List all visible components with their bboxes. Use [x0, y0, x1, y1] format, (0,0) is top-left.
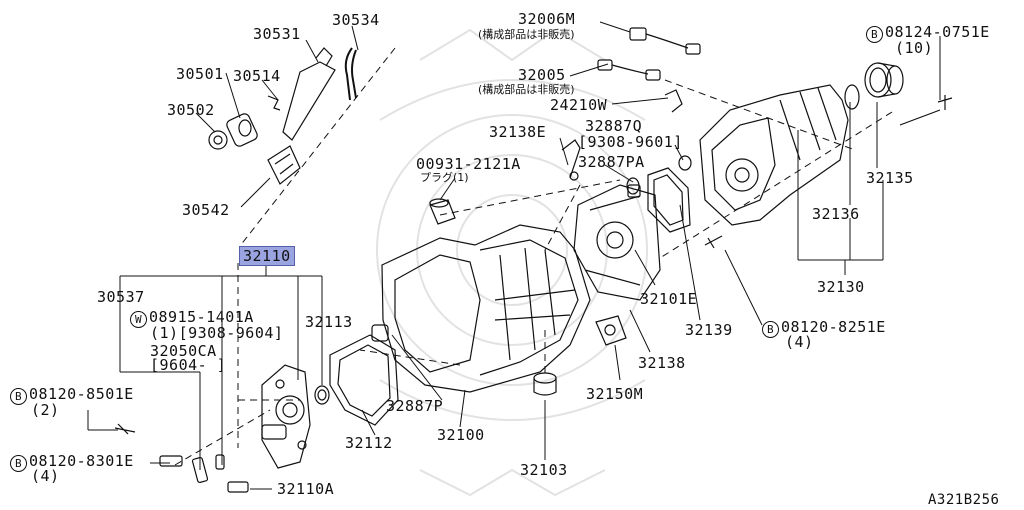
circle-b-icon: B	[762, 321, 779, 338]
dowel-pins	[626, 155, 692, 195]
plug-32103	[533, 372, 557, 396]
label-32005-sub: (構成部品は非販売)	[478, 83, 575, 96]
label-08120-8251E-qty: (4)	[785, 333, 814, 351]
label-32006M[interactable]: 32006M	[518, 10, 576, 28]
label-30534[interactable]: 30534	[332, 11, 380, 29]
label-32110A[interactable]: 32110A	[277, 480, 335, 498]
sensor-switches	[597, 27, 701, 113]
label-32139[interactable]: 32139	[685, 321, 733, 339]
label-32006M-sub: (構成部品は非販売)	[478, 28, 575, 41]
label-30514[interactable]: 30514	[233, 67, 281, 85]
label-32050CA-range: [9604- ]	[150, 356, 227, 374]
circle-b-icon: B	[866, 26, 883, 43]
label-32050CA[interactable]: 32050CA	[150, 342, 217, 360]
label-32887Q[interactable]: 32887Q	[585, 117, 643, 135]
label-08915-qty: (1)[9308-9604]	[150, 324, 284, 342]
label-08120-8301E-qty: (4)	[31, 467, 60, 485]
label-30502[interactable]: 30502	[167, 101, 215, 119]
label-32113[interactable]: 32113	[305, 313, 353, 331]
label-32887P[interactable]: 32887P	[386, 397, 444, 415]
label-08124-qty: (10)	[895, 39, 934, 57]
label-30542[interactable]: 30542	[182, 201, 230, 219]
label-00931-sub: プラグ(1)	[420, 171, 469, 184]
label-24210W[interactable]: 24210W	[550, 96, 608, 114]
label-32005[interactable]: 32005	[518, 66, 566, 84]
transmission-case-32100	[371, 224, 591, 393]
label-32112[interactable]: 32112	[345, 434, 393, 452]
part-number: 08120-8251E	[781, 318, 886, 336]
label-32887Q-range: [9308-9601]	[578, 133, 683, 151]
bolts	[704, 95, 953, 249]
highlighted-part-number[interactable]: 32110	[239, 246, 295, 266]
bracket-32150M	[595, 315, 627, 346]
label-30531[interactable]: 30531	[253, 25, 301, 43]
label-32136[interactable]: 32136	[812, 205, 860, 223]
gasket-32139	[647, 167, 691, 233]
adapter-plate-32101E	[573, 184, 661, 301]
part-number: 08124-0751E	[885, 23, 990, 41]
label-32138E[interactable]: 32138E	[489, 123, 547, 141]
drawing-code: A321B256	[928, 492, 1000, 508]
label-32103[interactable]: 32103	[520, 461, 568, 479]
label-00931[interactable]: 00931-2121A	[416, 155, 521, 173]
label-32130[interactable]: 32130	[817, 278, 865, 296]
part-number: 08120-8301E	[29, 452, 134, 470]
label-32150M[interactable]: 32150M	[586, 385, 644, 403]
circle-w-icon: W	[130, 311, 147, 328]
label-32135[interactable]: 32135	[866, 169, 914, 187]
plug-00931	[429, 198, 456, 225]
label-32887PA[interactable]: 32887PA	[578, 153, 645, 171]
label-30537[interactable]: 30537	[97, 288, 145, 306]
part-number: 08915-1401A	[149, 308, 254, 326]
label-32138[interactable]: 32138	[638, 354, 686, 372]
front-cover-32110	[114, 364, 330, 493]
extension-housing-32130	[699, 62, 904, 226]
part-number: 08120-8501E	[29, 385, 134, 403]
breather-32138E	[561, 139, 581, 181]
label-32101E[interactable]: 32101E	[640, 290, 698, 308]
circle-b-icon: B	[10, 455, 27, 472]
clutch-release-parts	[208, 47, 357, 185]
gasket-32112	[329, 334, 399, 426]
label-08120-8501E-qty: (2)	[31, 401, 60, 419]
watermark-emblem	[376, 28, 648, 497]
label-32100[interactable]: 32100	[437, 426, 485, 444]
label-30501[interactable]: 30501	[176, 65, 224, 83]
circle-b-icon: B	[10, 388, 27, 405]
label-32110-highlighted[interactable]: 32110	[239, 246, 295, 266]
leader-lines	[87, 21, 941, 490]
